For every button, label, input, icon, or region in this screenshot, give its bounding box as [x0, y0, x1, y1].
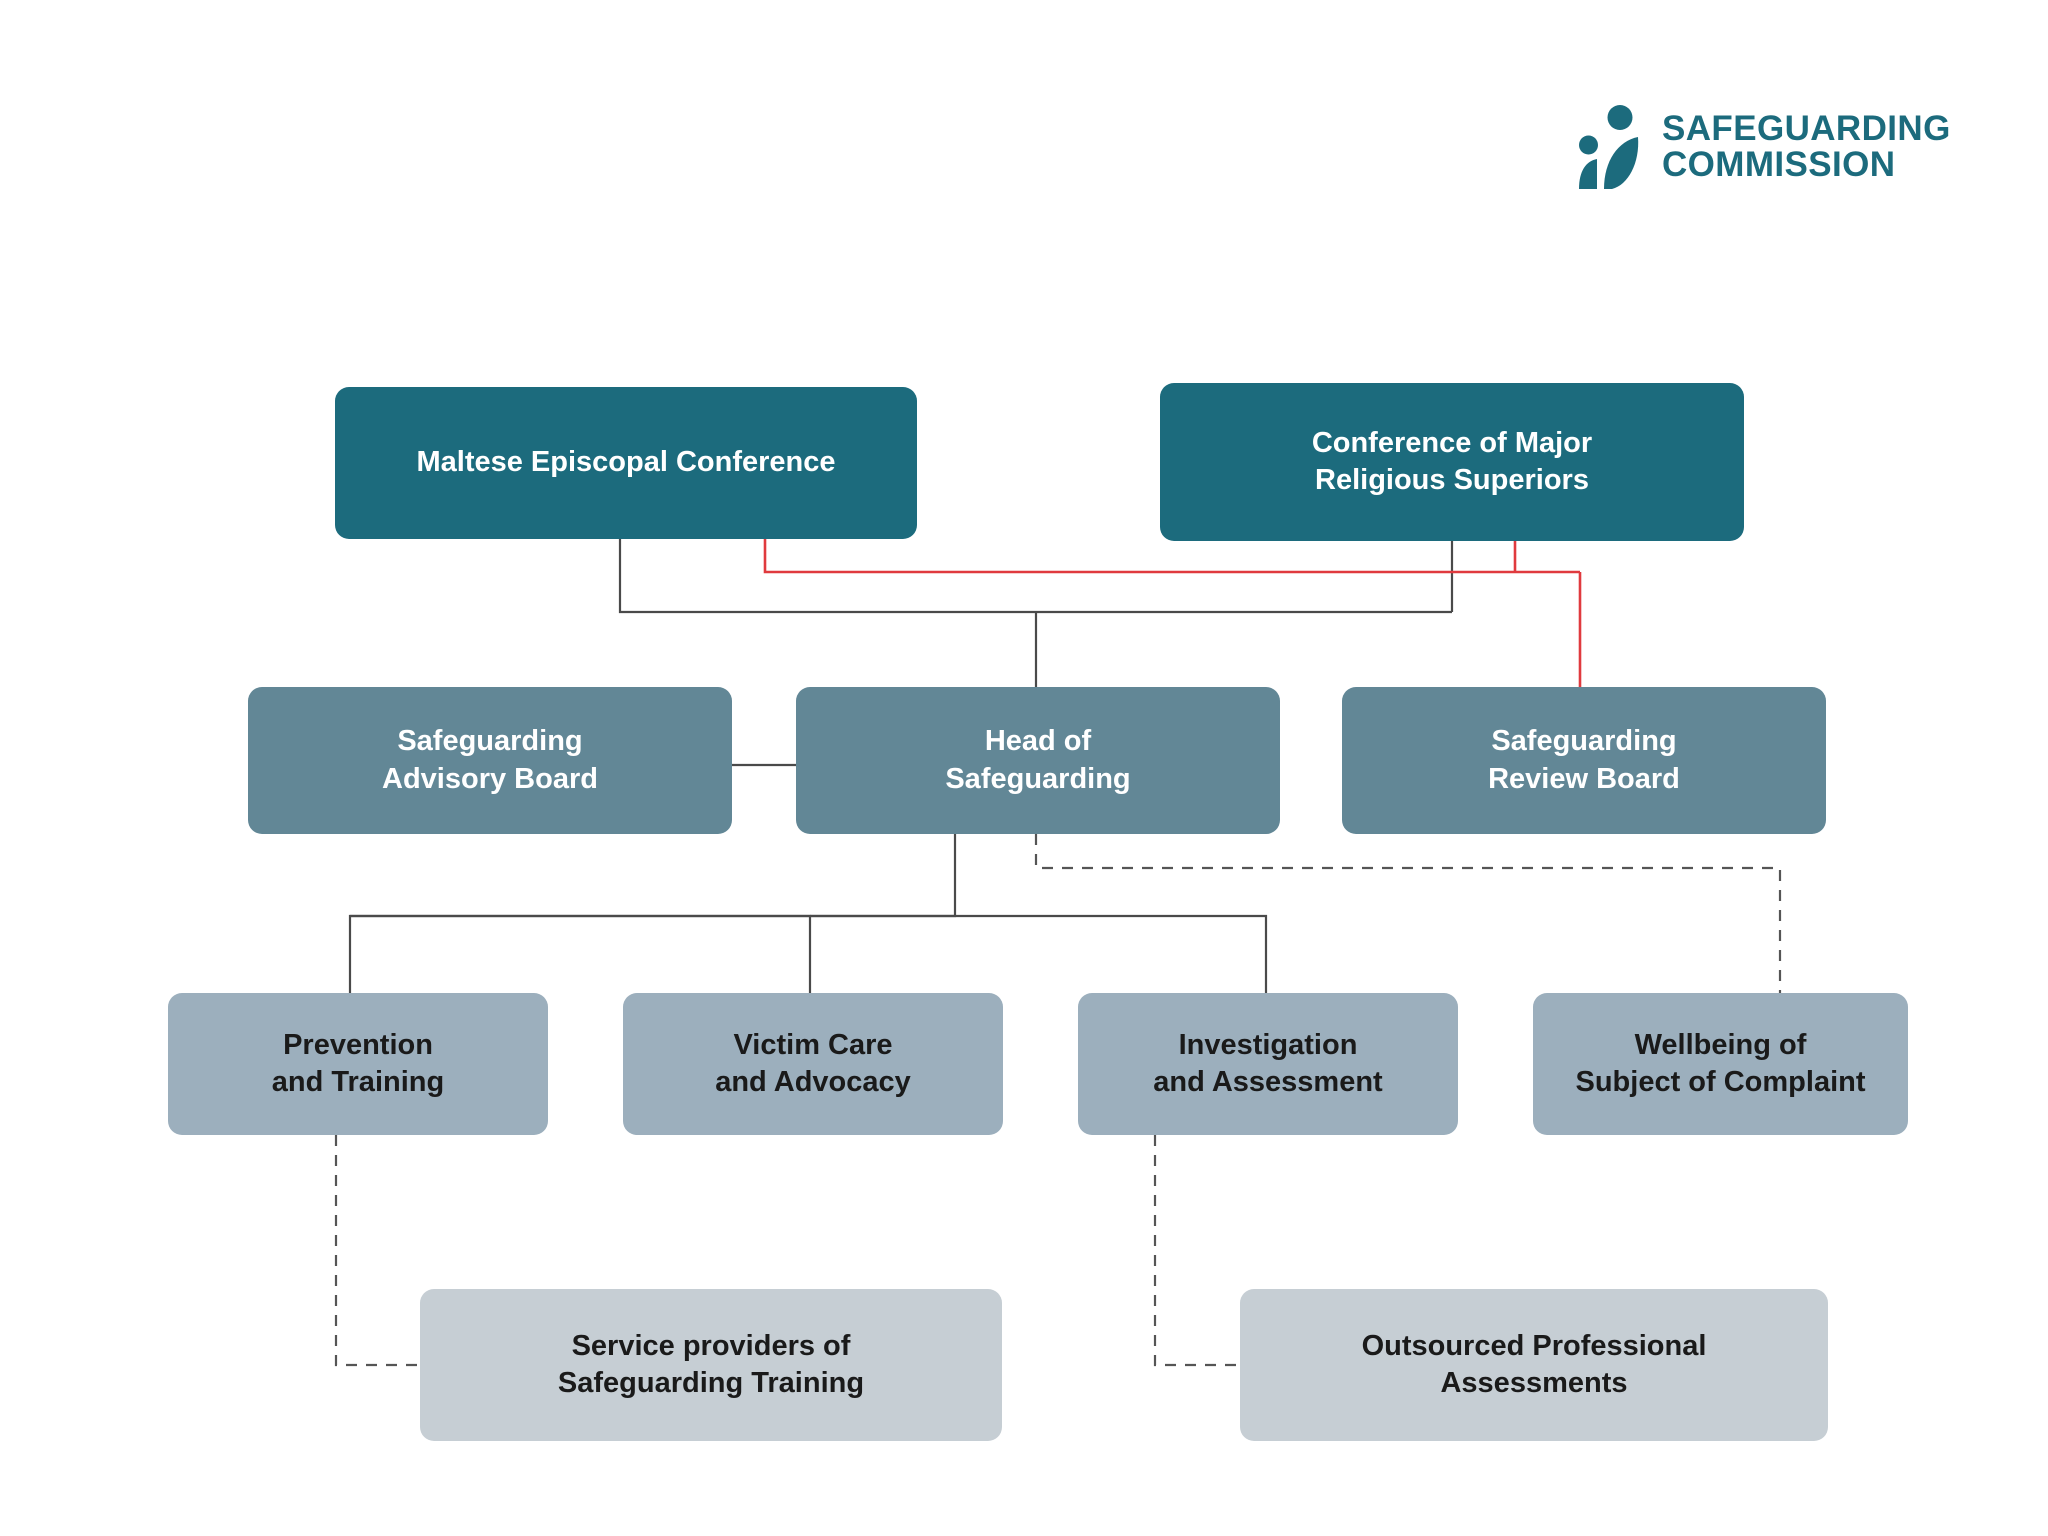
node-prevention-and-training[interactable]: Prevention and Training: [168, 993, 548, 1135]
node-wellbeing-of-subject-of-complaint[interactable]: Wellbeing of Subject of Complaint: [1533, 993, 1908, 1135]
edge-investigation-to-outsourced: [1153, 1135, 1240, 1367]
brand-logo: SAFEGUARDING COMMISSION: [1578, 105, 1951, 189]
node-investigation-and-assessment[interactable]: Investigation and Assessment: [1078, 993, 1458, 1135]
node-outsourced-professional-assessments[interactable]: Outsourced Professional Assessments: [1240, 1289, 1828, 1441]
node-label: Victim Care and Advocacy: [715, 1028, 911, 1098]
edge-prevention-to-providers: [334, 1135, 420, 1367]
node-maltese-episcopal-conference[interactable]: Maltese Episcopal Conference: [335, 387, 917, 539]
node-label: Conference of Major Religious Superiors: [1311, 426, 1593, 496]
node-label: Wellbeing of Subject of Complaint: [1575, 1028, 1866, 1098]
node-label: Maltese Episcopal Conference: [416, 446, 836, 479]
brand-wordmark: SAFEGUARDING COMMISSION: [1662, 111, 1951, 182]
node-label: Outsourced Professional Assessments: [1361, 1329, 1707, 1399]
node-label: Safeguarding Review Board: [1488, 725, 1680, 795]
node-label: Investigation and Assessment: [1153, 1028, 1383, 1098]
node-label: Prevention and Training: [271, 1028, 445, 1098]
node-safeguarding-advisory-board[interactable]: Safeguarding Advisory Board: [248, 687, 732, 834]
node-victim-care-and-advocacy[interactable]: Victim Care and Advocacy: [623, 993, 1003, 1135]
node-service-providers-of-safeguarding-training[interactable]: Service providers of Safeguarding Traini…: [420, 1289, 1002, 1441]
brand-line-1: SAFEGUARDING: [1662, 109, 1951, 149]
node-conference-of-major-religious-superiors[interactable]: Conference of Major Religious Superiors: [1160, 383, 1744, 541]
edge-mec-to-review-board: [763, 538, 1580, 574]
edge-mec-to-head: [618, 538, 1452, 614]
edge-head-to-prevention: [348, 834, 957, 993]
edge-head-to-wellbeing: [1034, 834, 1782, 993]
brand-line-2: COMMISSION: [1662, 145, 1896, 184]
node-label: Head of Safeguarding: [945, 725, 1131, 795]
node-head-of-safeguarding[interactable]: Head of Safeguarding: [796, 687, 1280, 834]
edge-head-to-victim: [350, 914, 812, 993]
node-label: Safeguarding Advisory Board: [382, 725, 598, 795]
edge-head-to-investigation: [810, 914, 1268, 993]
node-label: Service providers of Safeguarding Traini…: [557, 1329, 865, 1399]
safeguarding-figures-leaf-icon: [1579, 105, 1639, 189]
node-safeguarding-review-board[interactable]: Safeguarding Review Board: [1342, 687, 1826, 834]
